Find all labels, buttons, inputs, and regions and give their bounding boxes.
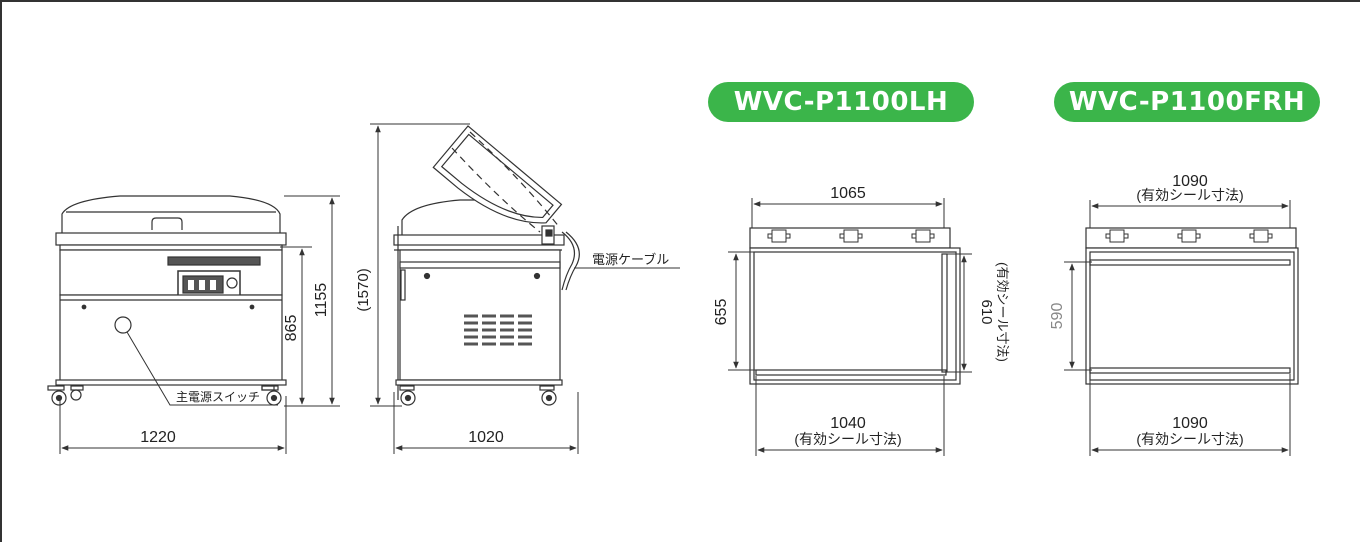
model-badge-frh: WVC-P1100FRH xyxy=(1054,82,1320,122)
main-switch-label: 主電源スイッチ xyxy=(176,390,260,404)
front-height-1155-label: 1155 xyxy=(313,283,330,318)
frh-left-height-label: 590 xyxy=(1049,303,1066,330)
side-dimensions xyxy=(370,123,579,454)
frh-bottom-width-label: 1090 xyxy=(1172,415,1208,432)
lh-top-view xyxy=(749,227,961,385)
lh-bottom-note: (有効シール寸法) xyxy=(794,431,901,447)
frh-dimensions xyxy=(1064,200,1291,456)
lh-left-height-label: 655 xyxy=(713,299,730,326)
lh-right-note: (有効シール寸法) xyxy=(995,262,1010,362)
frh-top-width-label: 1090 xyxy=(1172,173,1208,190)
lh-top-width-label: 1065 xyxy=(830,185,866,202)
model-badge-lh: WVC-P1100LH xyxy=(708,82,974,122)
side-open-height-label: (1570) xyxy=(355,268,372,311)
power-cable-label: 電源ケーブル xyxy=(592,252,669,267)
front-view xyxy=(47,195,287,406)
front-height-865-label: 865 xyxy=(283,315,300,342)
frh-top-view xyxy=(1085,227,1299,385)
lh-dimensions xyxy=(728,198,972,456)
front-dimensions xyxy=(59,195,340,454)
side-view xyxy=(393,125,680,406)
side-depth-label: 1020 xyxy=(468,429,504,446)
lh-right-height-label: 610 xyxy=(978,299,995,324)
frh-bottom-note: (有効シール寸法) xyxy=(1136,431,1243,447)
lh-bottom-width-label: 1040 xyxy=(830,415,866,432)
frh-top-note: (有効シール寸法) xyxy=(1136,187,1243,203)
front-width-label: 1220 xyxy=(140,429,176,446)
